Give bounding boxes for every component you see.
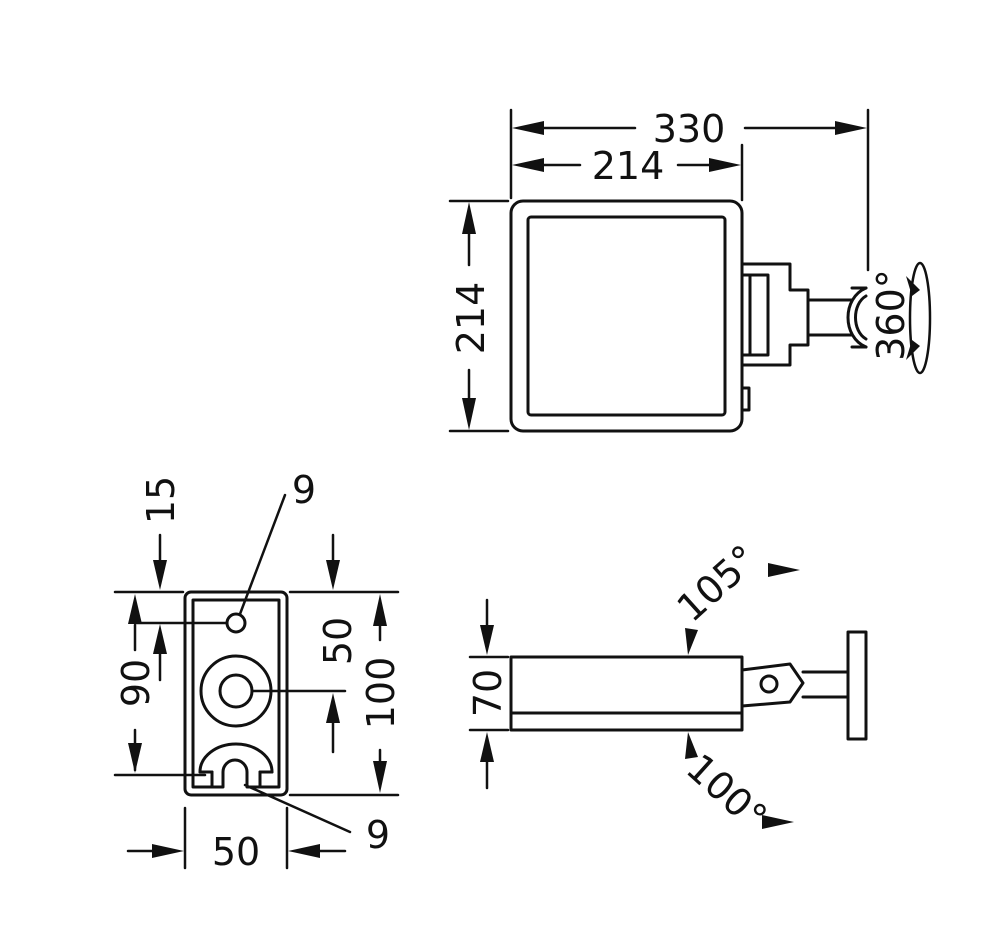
dim100-arrow-top <box>373 594 387 626</box>
front-bracket <box>740 262 810 367</box>
front-bracket-inner <box>740 273 770 357</box>
tilt-up-arrow <box>768 563 800 577</box>
dim-50-vertical-label: 50 <box>316 617 360 665</box>
dim-214-horizontal-label: 214 <box>592 144 665 188</box>
dim50h-arrow-left <box>152 844 184 858</box>
front-swivel-outer <box>846 286 868 349</box>
dim214v-arrow-bottom <box>462 398 476 430</box>
dim50v-arrow-bottom <box>326 693 340 723</box>
leader-top-hole <box>238 493 287 616</box>
dim-100-label: 100 <box>359 657 403 730</box>
rotation-ellipse <box>908 261 932 375</box>
dim-50-horizontal-label: 50 <box>212 830 260 874</box>
side-wall-plate <box>846 630 868 741</box>
side-housing <box>509 655 744 732</box>
mount-plate-outer <box>183 590 289 797</box>
front-plate-inner <box>526 215 727 417</box>
front-plate-outer <box>509 199 744 433</box>
dim90-arrow-top-2 <box>153 624 167 654</box>
dim-360-label: 360° <box>869 269 913 361</box>
dim-70-label: 70 <box>466 669 510 717</box>
dim70-arrow-top <box>480 625 494 655</box>
dim-15-label: 15 <box>139 476 183 524</box>
dim214v-arrow-top <box>462 202 476 234</box>
front-view: 330 214 214 360° <box>448 107 932 433</box>
mount-bottom-arc <box>198 742 274 774</box>
dim-9-bottom-label: 9 <box>366 813 390 857</box>
dim100-arrow-bottom <box>373 761 387 793</box>
tilt-up-tick <box>685 628 698 655</box>
leader-bottom-slot <box>243 783 352 834</box>
side-view: 70 105° 100° <box>466 536 868 839</box>
dim330-arrow-right <box>835 121 867 135</box>
side-joint <box>740 662 805 708</box>
dim70-arrow-bottom <box>480 732 494 762</box>
tilt-down-arrow <box>762 815 794 829</box>
side-joint-pin <box>759 674 779 694</box>
dim330-arrow-left <box>512 121 544 135</box>
mount-plate-view: 15 90 9 9 50 100 <box>113 468 403 874</box>
front-swivel-inner <box>854 294 868 341</box>
dim15-arrow-down <box>153 560 167 590</box>
mount-center-hole <box>218 673 254 709</box>
dim-105-label: 105° <box>669 536 766 630</box>
tilt-down-tick <box>685 732 698 759</box>
dim-214-vertical-label: 214 <box>449 282 493 355</box>
dim-100-tilt-label: 100° <box>678 745 775 839</box>
dim-330-label: 330 <box>653 107 726 151</box>
dim90-arrow-bottom <box>128 743 142 773</box>
dim214h-arrow-left <box>512 158 544 172</box>
dim50h-arrow-right <box>288 844 320 858</box>
mount-top-hole <box>225 612 247 634</box>
mount-plate-inner <box>191 598 281 789</box>
rotation-arrow-bottom <box>906 340 920 360</box>
dim-90-label: 90 <box>114 659 158 707</box>
front-side-tab <box>740 386 751 412</box>
dim-9-top-label: 9 <box>292 468 316 512</box>
dim90-arrow-top <box>128 594 142 624</box>
dim214h-arrow-right <box>709 158 741 172</box>
rotation-arrow-top <box>906 276 920 296</box>
dim50v-arrow-top <box>326 560 340 590</box>
